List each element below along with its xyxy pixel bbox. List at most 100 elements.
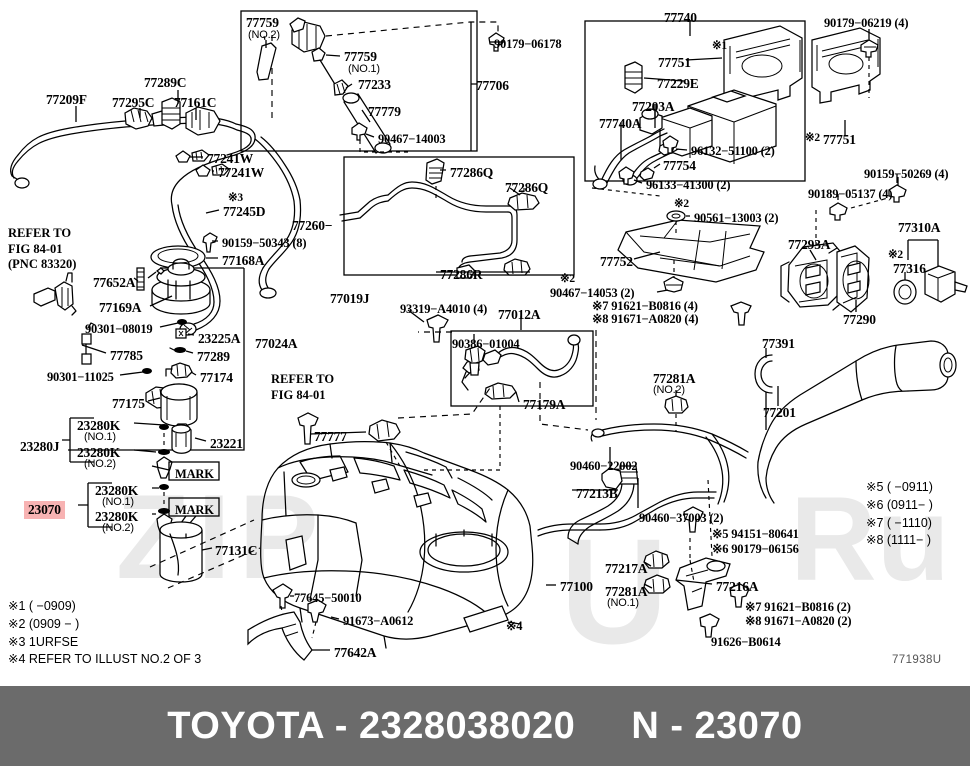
part-callout-77293a: 77293A: [788, 237, 831, 252]
part-callout-23225a: 23225A: [198, 331, 241, 346]
part-callout-93319a40104: 93319−A4010 (4): [400, 302, 488, 316]
footnote-1: ※1 ( −0909): [8, 599, 76, 613]
part-callout-77289c: 77289C: [144, 75, 187, 90]
part-callout-77100: 77100: [560, 579, 593, 594]
part-callout-77759: 77759: [246, 15, 279, 30]
part-callout-77785: 77785: [110, 348, 143, 363]
part-callout-791621b08164: ※7 91621−B0816 (4): [592, 299, 698, 313]
part-callout-77217a: 77217A: [605, 561, 648, 576]
part-callout-90561130032: 90561−13003 (2): [694, 211, 779, 225]
part-callout-77203a: 77203A: [632, 99, 675, 114]
part-callout-no2: (NO.2): [102, 522, 134, 534]
footnotes-left: ※1 ( −0909) ※2 (0909 − ) ※3 1URFSE ※4 RE…: [8, 598, 201, 669]
part-callout-no2: (NO.2): [653, 384, 685, 396]
part-callout-77310a: 77310A: [898, 220, 941, 235]
part-callout-69017906156: ※6 90179−06156: [712, 542, 799, 556]
part-callout-77295c: 77295C: [112, 95, 155, 110]
part-callout-77286q: 77286Q: [450, 165, 494, 180]
part-callout-77290: 77290: [843, 312, 876, 327]
part-callout-7764550010: 77645−50010: [294, 591, 362, 605]
part-callout-77754: 77754: [663, 158, 696, 173]
refer-left-line3: (PNC 83320): [8, 257, 77, 272]
part-callout-77216a: 77216A: [716, 579, 759, 594]
part-callout-77175: 77175: [112, 396, 145, 411]
part-callout-no2: (NO.2): [84, 458, 116, 470]
part-callout-77642a: 77642A: [334, 645, 377, 660]
part-callout-77012a: 77012A: [498, 307, 541, 322]
part-callout-59415180641: ※5 94151−80641: [712, 527, 799, 541]
part-callout-2: ※2: [560, 273, 575, 285]
footnote-4: ※4 REFER TO ILLUST NO.2 OF 3: [8, 652, 202, 667]
part-callout-1: ※1: [712, 40, 727, 52]
part-callout-77286r: 77286R: [440, 267, 483, 282]
refer-block-mid: REFER TO FIG 84-01: [271, 372, 334, 403]
part-callout-891671a08204: ※8 91671−A0820 (4): [592, 312, 699, 326]
part-callout-9030111025: 90301−11025: [47, 370, 114, 384]
part-callout-77740a: 77740A: [599, 116, 642, 131]
part-callout-77241w: 77241W: [218, 165, 265, 180]
part-callout-23280j: 23280J: [20, 439, 60, 454]
part-callout-4: ※4: [506, 619, 523, 633]
part-callout-96133413002: 96133−41300 (2): [646, 178, 731, 192]
refer-block-left: REFER TO FIG 84-01 (PNC 83320): [8, 226, 76, 273]
part-callout-77174: 77174: [200, 370, 233, 385]
part-callout-77740: 77740: [664, 10, 697, 25]
part-callout-23280k: 23280K: [95, 509, 139, 524]
part-callout-9030108019: 90301−08019: [85, 322, 153, 336]
part-callout-77316: 77316: [893, 261, 926, 276]
part-callout-77289: 77289: [197, 349, 230, 364]
part-callout-77179a: 77179A: [523, 397, 566, 412]
part-callout-77777: 77777: [314, 429, 347, 444]
part-callout-77131c: 77131C: [215, 543, 258, 558]
part-callout-23280k: 23280K: [95, 483, 139, 498]
part-callout-9017906178: 90179−06178: [494, 37, 562, 51]
watermark-text-ru: Ru: [790, 472, 950, 606]
part-callout-77229e: 77229E: [657, 76, 699, 91]
highlighted-part-label[interactable]: 23070: [24, 501, 65, 519]
part-callout-77706: 77706: [476, 78, 509, 93]
part-callout-77779: 77779: [368, 104, 401, 119]
part-callout-77241w: 77241W: [207, 151, 254, 166]
footnotes-right: ※5 ( −0911) ※6 (0911− ) ※7 ( −1110) ※8 (…: [866, 479, 933, 550]
part-callout-891671a08202: ※8 91671−A0820 (2): [745, 614, 852, 628]
part-callout-77168a: 77168A: [222, 253, 265, 268]
part-callout-2: ※2: [805, 132, 820, 144]
footnote-7: ※7 ( −1110): [866, 515, 932, 530]
part-callout-77213b: 77213B: [576, 486, 618, 501]
part-callout-77281a: 77281A: [653, 371, 696, 386]
part-callout-no1: (NO.1): [607, 597, 639, 609]
part-callout-77752: 77752: [600, 254, 633, 269]
part-callout-91626b0614: 91626−B0614: [711, 635, 781, 649]
part-callout-mark: MARK: [175, 503, 214, 517]
part-callout-96132511002: 96132−51100 (2): [691, 144, 775, 158]
diagram-artwork: .st{fill:none;stroke:#000;stroke-width:1…: [10, 10, 968, 661]
part-callout-9046714003: 90467−14003: [378, 132, 446, 146]
part-callout-77286q: 77286Q: [505, 180, 549, 195]
part-callout-90159502694: 90159−50269 (4): [864, 167, 949, 181]
part-callout-90189051374: 90189−05137 (4): [808, 187, 893, 201]
footnote-2: ※2 (0909 − ): [8, 616, 80, 631]
part-callout-791621b08162: ※7 91621−B0816 (2): [745, 600, 851, 614]
part-callout-77233: 77233: [358, 77, 391, 92]
part-callout-77652a: 77652A: [93, 275, 136, 290]
footnote-3: ※3 1URFSE: [8, 634, 79, 649]
part-callout-90159503438: 90159−50343 (8): [222, 236, 307, 250]
part-callout-77759: 77759: [344, 49, 377, 64]
part-callout-no1: (NO.1): [102, 496, 134, 508]
part-callout-77281a: 77281A: [605, 584, 648, 599]
part-callout-mark: MARK: [175, 467, 214, 481]
part-callout-no2: (NO.2): [248, 29, 280, 41]
part-callout-23280k: 23280K: [77, 445, 121, 460]
footer-bar: TOYOTA - 2328038020 N - 23070: [0, 686, 970, 766]
part-callout-77201: 77201: [763, 405, 796, 420]
part-callout-90467140532: 90467−14053 (2): [550, 286, 635, 300]
part-callout-no1: (NO.1): [348, 63, 380, 75]
part-callout-77245d: 77245D: [223, 204, 266, 219]
part-callout-9046022002: 90460−22002: [570, 459, 638, 473]
part-callout-77169a: 77169A: [99, 300, 142, 315]
part-callout-77209f: 77209F: [46, 92, 87, 107]
footnote-6: ※6 (0911− ): [866, 497, 933, 512]
part-callout-77161c: 77161C: [174, 95, 217, 110]
part-callout-no1: (NO.1): [84, 431, 116, 443]
